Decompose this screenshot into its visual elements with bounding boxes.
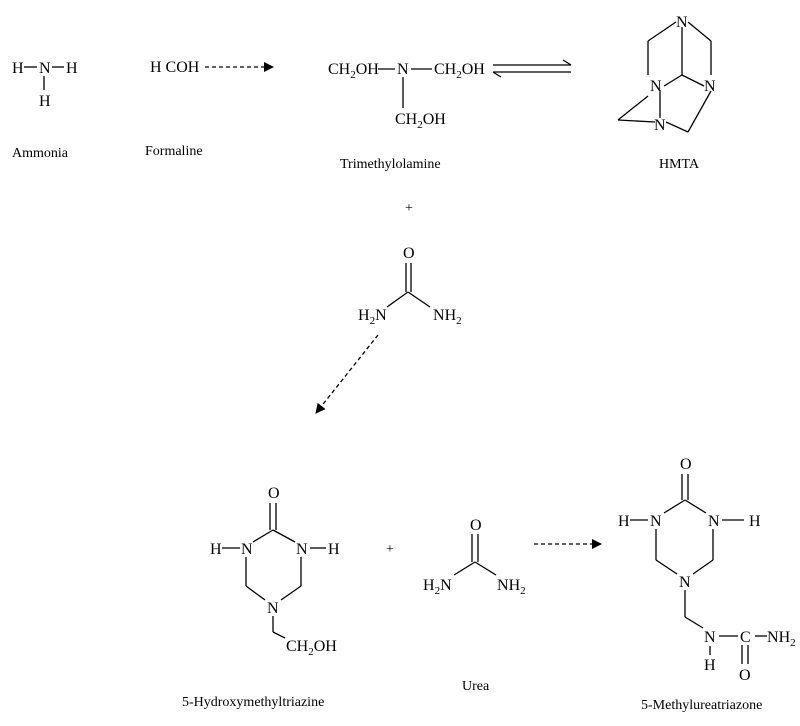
urea-structure-middle: O H2N NH2 [358,245,462,327]
trimethylolamine-n: N [397,61,409,78]
ammonia-h-bottom: H [39,93,51,110]
urea-middle-nh2: NH2 [433,307,462,327]
ch2oh-right: CH2OH [434,61,485,81]
urea-structure-bottom: O H2N NH2 [423,517,526,597]
hmta-n-right: N [704,78,716,95]
equilibrium-arrows [492,59,572,78]
triazine-left-ch2oh: CH2OH [286,638,337,658]
triazone-right-o: O [680,456,692,473]
ammonia-h-right: H [66,60,78,77]
plus-sign-top: + [405,201,413,216]
hmta-caption: HMTA [659,157,700,172]
hmta-n-bottom: N [654,117,666,134]
triazine-left-h3: H [328,541,340,558]
triazone-right-nh2: NH2 [767,629,796,649]
triazone-right-amide-o: O [739,667,751,684]
formaline-caption: Formaline [145,144,203,159]
ammonia-structure: H N H H [12,60,78,110]
hydroxymethyltriazine-structure: O N N H H N CH2OH [210,485,340,658]
triazine-left-n1: N [241,541,253,558]
ammonia-n: N [39,60,51,77]
ch2oh-left: CH2OH [328,61,379,81]
trimethylolamine-caption: Trimethylolamine [340,157,441,172]
methylureatriazone-structure: O N N H H N N H C O NH2 [618,456,796,684]
ch2oh-bottom: CH2OH [395,111,446,131]
hmta-n-left: N [650,78,662,95]
hmta-n-top: N [676,14,688,31]
trimethylolamine-structure: CH2OH N CH2OH CH2OH [328,61,485,131]
triazone-right-c: C [740,629,751,646]
triazone-right-nh-n: N [704,629,716,646]
triazone-right-n5: N [679,574,691,591]
formaldehyde-formula: H COH [150,59,200,76]
plus-sign-bottom: + [386,542,394,557]
urea-caption: Urea [462,679,490,694]
urea-bottom-h2n: H2N [423,577,452,597]
ammonia-h-left: H [12,60,24,77]
triazine-left-n3: N [296,541,308,558]
hydroxymethyltriazine-caption: 5-Hydroxymethyltriazine [182,695,324,710]
triazone-right-nh-h: H [704,657,716,674]
triazone-right-h1: H [618,513,630,530]
urea-middle-o: O [403,245,415,262]
triazine-left-o: O [268,485,280,502]
hmta-structure: N N N N [617,14,716,134]
triazone-right-n3: N [708,513,720,530]
triazine-left-h1: H [210,541,222,558]
urea-bottom-nh2: NH2 [497,577,526,597]
triazine-left-n5: N [267,600,279,617]
arrow-urea-to-triazine [315,334,379,414]
ammonia-caption: Ammonia [12,146,69,161]
urea-middle-h2n: H2N [358,307,387,327]
triazone-right-n1: N [650,513,662,530]
urea-bottom-o: O [470,517,482,534]
triazone-right-h3: H [749,513,761,530]
methylureatriazone-caption: 5-Methylureatriazone [641,698,762,713]
